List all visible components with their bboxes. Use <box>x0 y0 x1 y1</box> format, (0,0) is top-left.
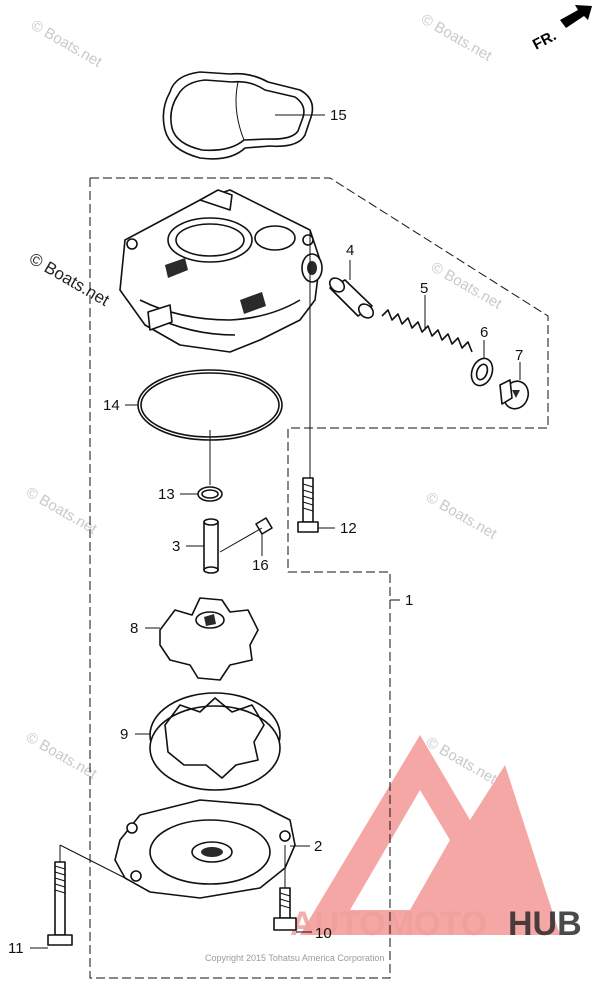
front-label: FR. <box>530 27 559 53</box>
callout-11: 11 <box>8 940 24 957</box>
copyright-text: Copyright 2015 Tohatsu America Corporati… <box>205 953 384 963</box>
assembly-boundary <box>89 177 549 979</box>
part-1-pump-housing <box>119 189 323 353</box>
callout-13: 13 <box>158 486 175 503</box>
part-11-long-bolt <box>47 861 73 946</box>
callout-15: 15 <box>330 107 347 124</box>
part-14-o-ring <box>137 369 283 441</box>
watermark-3: © Boats.net <box>428 259 505 313</box>
part-2-pump-cover <box>114 799 296 899</box>
callout-4: 4 <box>346 242 354 259</box>
part-7-plug <box>499 379 530 410</box>
callout-14: 14 <box>103 397 120 414</box>
watermark-4: © Boats.net <box>23 484 100 538</box>
part-6-washer <box>470 357 494 387</box>
callout-9: 9 <box>120 726 128 743</box>
callout-16: 16 <box>252 557 269 574</box>
logo-text-right: HUB <box>508 905 582 943</box>
watermark-5: © Boats.net <box>423 489 500 543</box>
front-arrow-icon <box>560 5 592 28</box>
part-10-short-bolt <box>273 887 297 931</box>
logo-triangle-icon <box>300 735 560 935</box>
part-12-bolt <box>297 477 319 533</box>
part-13-small-o-ring <box>197 486 223 502</box>
part-5-spring <box>381 309 473 353</box>
callout-7: 7 <box>515 347 523 364</box>
callout-12: 12 <box>340 520 357 537</box>
part-8-inner-rotor <box>159 597 259 681</box>
watermark-main: © Boats.net <box>26 249 113 310</box>
callout-8: 8 <box>130 620 138 637</box>
leader-lines <box>30 114 521 949</box>
watermarks: © Boats.net © Boats.net © Boats.net © Bo… <box>23 11 505 788</box>
watermark-1: © Boats.net <box>28 17 105 71</box>
part-4-relief-valve <box>328 277 375 319</box>
callout-2: 2 <box>314 838 322 855</box>
watermark-6: © Boats.net <box>23 729 100 783</box>
part-3-shaft <box>203 518 219 574</box>
front-direction-indicator: FR. <box>530 5 592 54</box>
callout-1: 1 <box>405 592 413 609</box>
callouts: 15 4 5 6 7 14 13 12 3 16 1 8 9 2 11 10 <box>8 107 523 957</box>
callout-3: 3 <box>172 538 180 555</box>
automotohub-logo: AUTOMOTO HUB <box>290 735 582 943</box>
part-14-o-ring-inner <box>140 372 280 438</box>
callout-6: 6 <box>480 324 488 341</box>
part-16-pin <box>255 517 273 535</box>
watermark-2: © Boats.net <box>418 11 495 65</box>
callout-10: 10 <box>315 925 332 942</box>
callout-5: 5 <box>420 280 428 297</box>
part-15-gasket <box>162 71 314 160</box>
logo-text-left: AUTOMOTO <box>290 905 487 943</box>
part-9-outer-rotor <box>149 692 281 791</box>
